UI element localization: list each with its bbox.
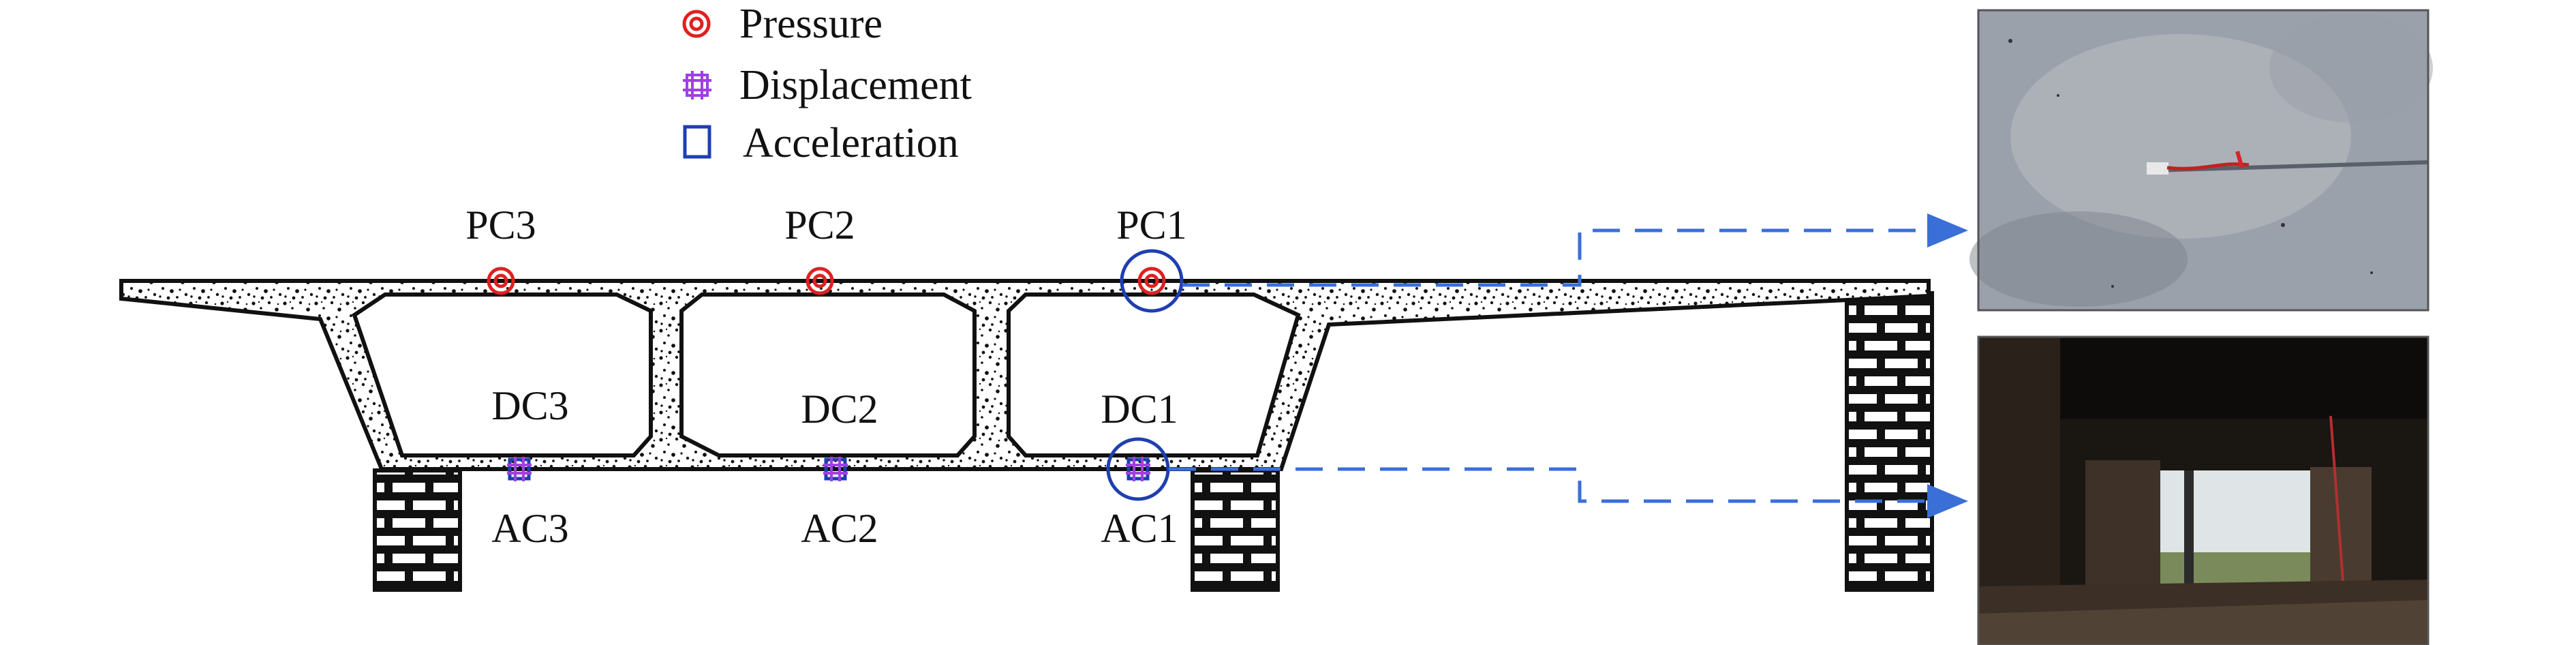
- middle-pier: [1191, 468, 1280, 592]
- pc3-label: PC3: [465, 202, 536, 247]
- right-abutment: [1845, 291, 1934, 592]
- displacement-legend-icon: [683, 71, 711, 100]
- cell-2: [679, 292, 977, 457]
- pc2-label: PC2: [784, 202, 855, 247]
- cell-3: [352, 292, 653, 457]
- dc2-label: DC2: [801, 387, 878, 432]
- dc1-label: DC1: [1101, 387, 1178, 432]
- legend: Pressure Displacement Acceleration: [682, 1, 972, 166]
- ac3-label: AC3: [491, 506, 568, 551]
- ac2-label: AC2: [801, 506, 878, 551]
- pc1-highlight-circle: [1120, 249, 1184, 313]
- photo-pressure-sensor-icon: [1969, 9, 2433, 312]
- pressure-legend-icon: [682, 10, 711, 38]
- acceleration-legend-icon: [683, 125, 711, 159]
- photo-under-bridge-icon: [1977, 335, 2429, 645]
- ac1-label: AC1: [1101, 506, 1178, 551]
- cell-1: [1007, 292, 1301, 457]
- displacement-sensor-dc2: [823, 457, 848, 481]
- pressure-sensor-pc3: [487, 267, 515, 295]
- pressure-sensor-pc1: [1137, 267, 1166, 295]
- left-pier: [373, 468, 462, 592]
- displacement-sensor-dc1: [1126, 457, 1150, 481]
- box-girder-section: [119, 279, 1931, 471]
- pc1-label: PC1: [1116, 202, 1186, 247]
- pressure-sensor-pc2: [806, 267, 834, 295]
- leader-line-top: [1182, 213, 1968, 287]
- legend-displacement-label: Displacement: [739, 62, 972, 108]
- dc3-label: DC3: [491, 383, 568, 428]
- legend-pressure-label: Pressure: [739, 1, 883, 47]
- legend-acceleration-label: Acceleration: [743, 120, 959, 166]
- leader-line-bottom: [1169, 467, 1968, 518]
- displacement-sensor-dc3: [507, 457, 532, 481]
- dc1-highlight-circle: [1106, 437, 1170, 501]
